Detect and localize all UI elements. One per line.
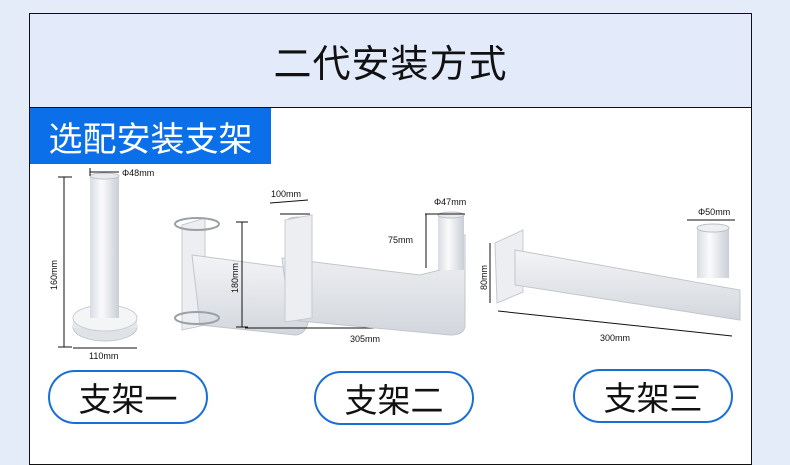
bracket-two-clamp: 100mm	[271, 189, 301, 199]
bracket-three-length: 300mm	[600, 333, 630, 343]
bracket-one-image: 160mm Φ48mm 110mm	[49, 168, 154, 361]
bracket-three-button[interactable]: 支架三	[573, 369, 733, 423]
bracket-two-length: 305mm	[350, 334, 380, 344]
title-band: 二代安装方式	[30, 14, 751, 108]
bracket-two-tube: 75mm	[388, 235, 413, 245]
bracket-one-base: 110mm	[89, 351, 118, 361]
bracket-two-button[interactable]: 支架二	[314, 371, 474, 425]
bracket-three-diameter: Φ50mm	[698, 207, 730, 217]
page-title: 二代安装方式	[273, 42, 508, 86]
bracket-two-image: 180mm 100mm Φ47mm 305mm 75mm	[174, 189, 466, 344]
bracket-three-image: 80mm Φ50mm 300mm	[479, 207, 741, 343]
bracket-two-body	[281, 211, 466, 336]
bracket-one-diameter: Φ48mm	[122, 168, 154, 178]
bracket-one-button[interactable]: 支架一	[48, 370, 208, 424]
bracket-three-height: 80mm	[479, 265, 489, 290]
section-tag: 选配安装支架	[30, 108, 271, 164]
bracket-two-height: 180mm	[230, 263, 240, 293]
bracket-two-diameter: Φ47mm	[434, 197, 466, 207]
bracket-one-height: 160mm	[49, 260, 59, 290]
